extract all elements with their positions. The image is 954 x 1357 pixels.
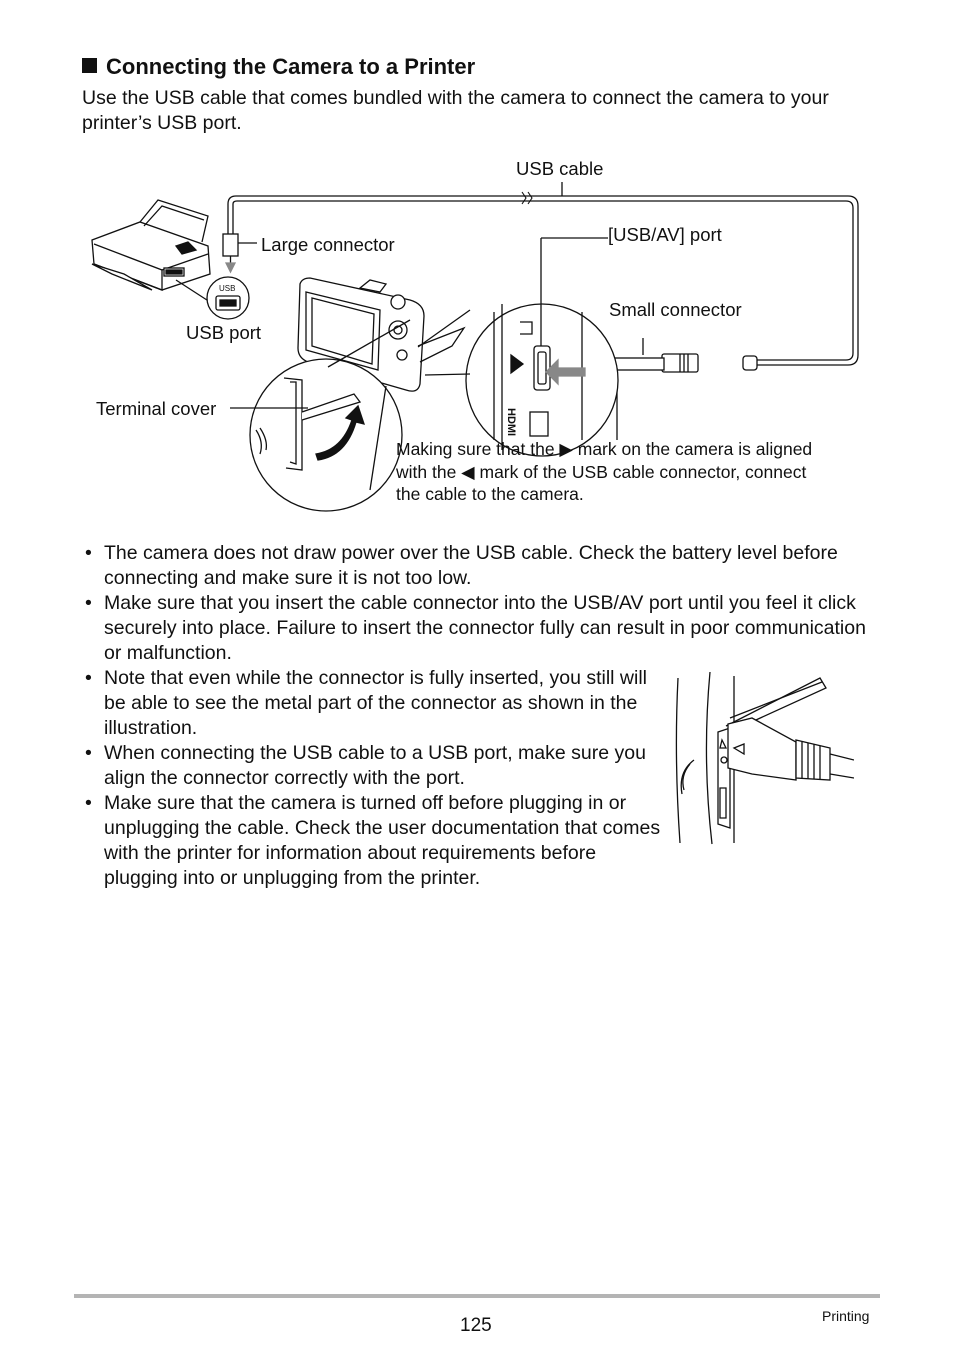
list-item: Note that even while the connector is fu… xyxy=(82,666,664,741)
usb-cable-line xyxy=(227,195,859,366)
intro-paragraph: Use the USB cable that comes bundled wit… xyxy=(82,87,829,134)
label-terminal-cover: Terminal cover xyxy=(96,398,217,419)
label-usb-cable: USB cable xyxy=(516,158,604,179)
section-heading: Connecting the Camera to a Printer xyxy=(82,54,475,80)
list-item: When connecting the USB cable to a USB p… xyxy=(82,741,664,791)
alignment-note-line: with the ◀ mark of the USB cable connect… xyxy=(396,461,807,482)
label-large-connector: Large connector xyxy=(261,234,395,255)
label-usb-av-port: [USB/AV] port xyxy=(608,224,722,245)
alignment-note-line: Making sure that the ▶ mark on the camer… xyxy=(396,439,813,459)
alignment-note: Making sure that the ▶ mark on the camer… xyxy=(396,438,876,506)
connector-inserted-drawing xyxy=(675,671,855,845)
label-small-connector: Small connector xyxy=(609,299,742,320)
hdmi-mark-text: HDMI xyxy=(505,408,517,436)
square-bullet-icon xyxy=(82,58,97,73)
notes-list: The camera does not draw power over the … xyxy=(82,541,872,891)
page-number: 125 xyxy=(460,1315,492,1336)
footer-divider xyxy=(74,1294,880,1298)
printer-drawing xyxy=(91,199,211,303)
list-item: Make sure that you insert the cable conn… xyxy=(82,591,872,666)
terminal-cover-zoom-circle xyxy=(249,358,403,512)
label-usb-port: USB port xyxy=(186,322,262,343)
ferrite-core xyxy=(742,355,758,371)
connector-inserted-illustration xyxy=(672,668,855,846)
alignment-note-line: the cable to the camera. xyxy=(396,484,584,504)
list-item: Make sure that the camera is turned off … xyxy=(82,791,664,891)
heading-text: Connecting the Camera to a Printer xyxy=(106,54,476,79)
usb-badge-text: USB xyxy=(219,284,235,293)
connection-diagram-drawing: USB HDMI xyxy=(91,182,859,512)
large-connector-body xyxy=(222,233,239,257)
list-item: The camera does not draw power over the … xyxy=(82,541,872,591)
footer-section-name: Printing xyxy=(822,1308,870,1324)
connection-diagram: USB HDMI USB cable Large connector [USB/… xyxy=(80,150,880,515)
